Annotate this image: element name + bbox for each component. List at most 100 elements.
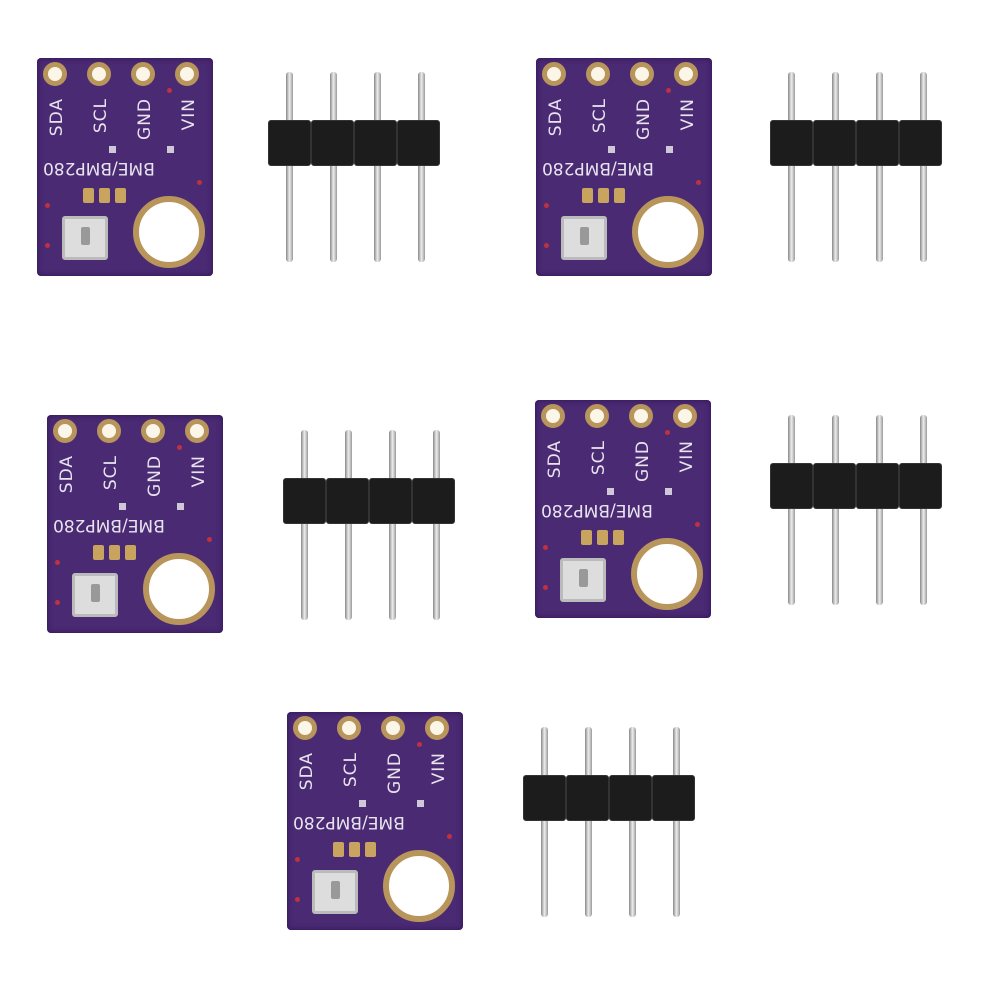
pin-pad: [542, 62, 566, 86]
smd-marker: [109, 146, 116, 153]
via: [197, 180, 202, 185]
pin-pad: [674, 62, 698, 86]
header-pin: [418, 72, 425, 262]
pin-pad: [586, 62, 610, 86]
pin-label-vin: VIN: [677, 440, 697, 473]
smd-marker: [417, 800, 424, 807]
chip-label: BME/BMP280: [53, 515, 165, 535]
header-pin: [345, 430, 352, 620]
header-pin: [876, 72, 883, 262]
via: [447, 834, 452, 839]
pin-header: [268, 72, 440, 262]
smd-marker: [119, 503, 126, 510]
pin-label-vin: VIN: [179, 98, 199, 131]
pin-header: [523, 727, 695, 917]
header-pin: [286, 72, 293, 262]
pin-label-sda: SDA: [47, 98, 67, 137]
header-pin: [330, 72, 337, 262]
header-body: [283, 478, 326, 524]
bme280-sensor-board: SDA SCL GND VIN BME/BMP280: [47, 415, 223, 633]
pin-pad: [87, 62, 111, 86]
header-pin: [374, 72, 381, 262]
header-body: [856, 120, 899, 166]
via: [55, 600, 60, 605]
pin-pad: [293, 716, 317, 740]
chip-label: BME/BMP280: [293, 812, 405, 832]
via: [295, 857, 300, 862]
pin-label-sda: SDA: [57, 455, 77, 494]
pin-pad: [53, 419, 77, 443]
mounting-hole: [631, 538, 703, 610]
pin-pad: [175, 62, 199, 86]
via: [543, 545, 548, 550]
header-body: [856, 463, 899, 509]
pin-pad: [131, 62, 155, 86]
via: [544, 203, 549, 208]
pin-pad: [630, 62, 654, 86]
pin-pad: [629, 404, 653, 428]
header-pin: [673, 727, 680, 917]
header-body: [326, 478, 369, 524]
solder-pad: [598, 188, 609, 203]
via: [695, 522, 700, 527]
via: [177, 445, 182, 450]
pin-label-vin: VIN: [429, 752, 449, 785]
solder-pad: [613, 530, 624, 545]
header-pin: [389, 430, 396, 620]
header-pin: [629, 727, 636, 917]
header-pin: [920, 72, 927, 262]
bme280-sensor-board: SDA SCL GND VIN BME/BMP280: [37, 58, 213, 276]
pin-pad: [141, 419, 165, 443]
pin-label-gnd: GND: [633, 440, 653, 482]
chip-label: BME/BMP280: [542, 158, 654, 178]
header-pin: [301, 430, 308, 620]
pin-label-scl: SCL: [590, 98, 610, 134]
pin-label-sda: SDA: [546, 98, 566, 137]
mounting-hole: [143, 553, 215, 625]
solder-pad: [125, 545, 136, 560]
pin-pad: [541, 404, 565, 428]
header-body: [268, 120, 311, 166]
solder-pad: [349, 842, 360, 857]
header-body: [899, 463, 942, 509]
header-body: [652, 775, 695, 821]
header-body: [566, 775, 609, 821]
pin-pad: [381, 716, 405, 740]
via: [45, 243, 50, 248]
smd-marker: [666, 146, 673, 153]
via: [665, 430, 670, 435]
header-body: [899, 120, 942, 166]
pin-pad: [585, 404, 609, 428]
header-pin: [541, 727, 548, 917]
pin-header: [770, 72, 942, 262]
pin-header: [770, 415, 942, 605]
solder-pad: [581, 530, 592, 545]
bme280-sensor-board: SDA SCL GND VIN BME/BMP280: [535, 400, 711, 618]
smd-marker: [359, 800, 366, 807]
bme280-sensor-board: SDA SCL GND VIN BME/BMP280: [287, 712, 463, 930]
via: [55, 560, 60, 565]
sensor-chip: [312, 870, 358, 914]
pin-label-scl: SCL: [589, 440, 609, 476]
via: [696, 180, 701, 185]
header-body: [311, 120, 354, 166]
mounting-hole: [632, 196, 704, 268]
solder-pad: [115, 188, 126, 203]
pin-label-scl: SCL: [341, 752, 361, 788]
chip-label: BME/BMP280: [541, 500, 653, 520]
via: [417, 742, 422, 747]
smd-marker: [177, 503, 184, 510]
pin-pad: [43, 62, 67, 86]
header-body: [813, 120, 856, 166]
header-body: [354, 120, 397, 166]
header-pin: [788, 415, 795, 605]
solder-pad: [365, 842, 376, 857]
pin-pad: [185, 419, 209, 443]
sensor-chip: [62, 216, 108, 260]
header-body: [813, 463, 856, 509]
header-body: [609, 775, 652, 821]
header-body: [397, 120, 440, 166]
pin-pad: [673, 404, 697, 428]
sensor-chip: [560, 558, 606, 602]
via: [666, 88, 671, 93]
